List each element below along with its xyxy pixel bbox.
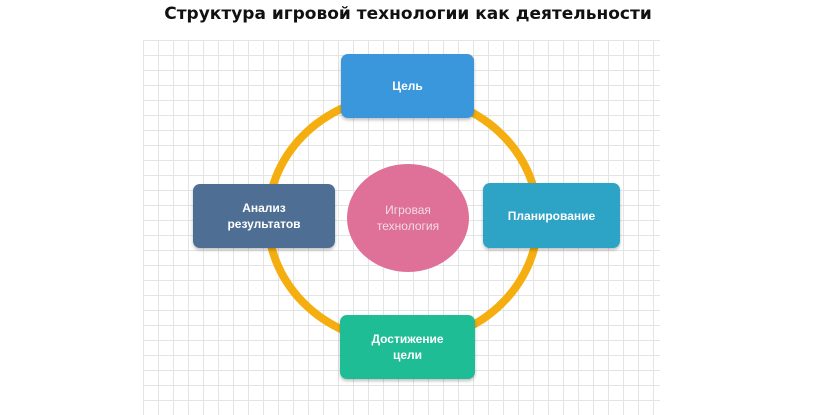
node-achievement: Достижение цели xyxy=(340,315,475,379)
node-goal: Цель xyxy=(341,54,474,118)
center-node: Игровая технология xyxy=(347,164,469,272)
node-planning: Планирование xyxy=(483,183,620,248)
page-title: Структура игровой технологии как деятель… xyxy=(164,4,652,24)
node-analysis: Анализ результатов xyxy=(193,184,335,248)
